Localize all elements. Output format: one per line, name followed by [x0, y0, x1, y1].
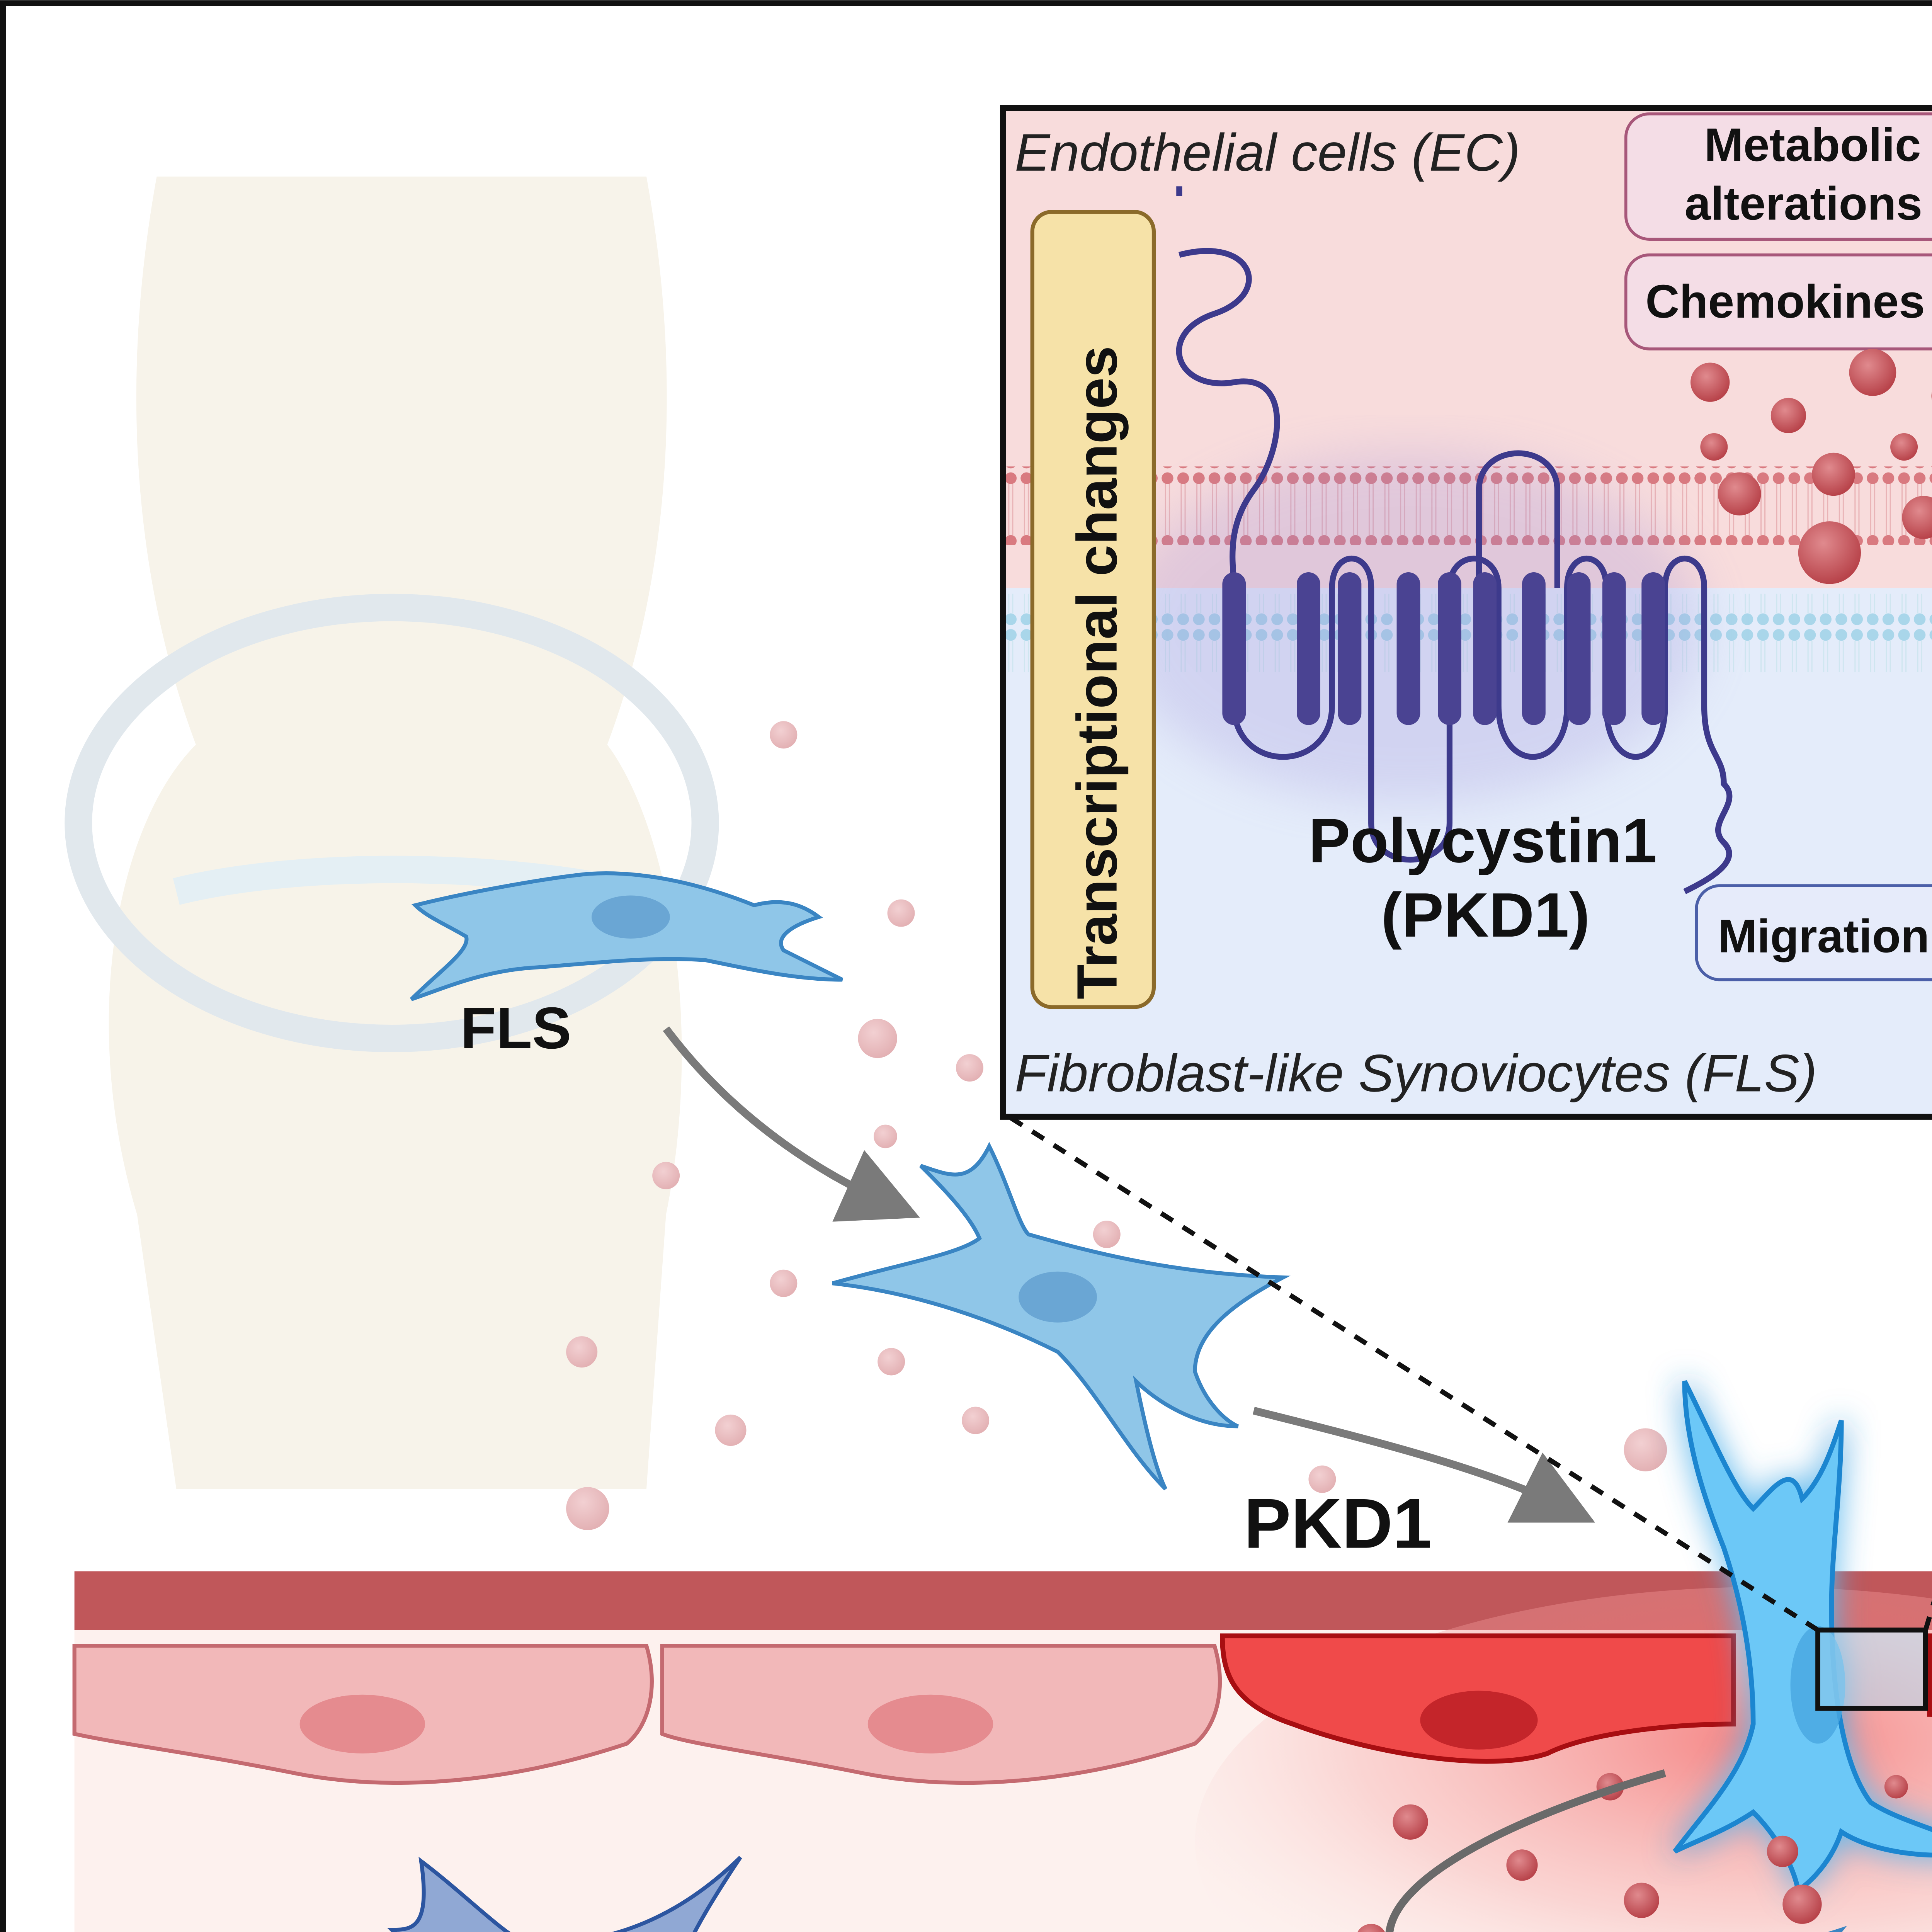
faint-particles [566, 721, 1667, 1530]
endothelial-cells-top-row [72, 1633, 1932, 1785]
fls-cell-resting [410, 871, 844, 1001]
polycystin1-label: Polycystin1 [1308, 806, 1657, 876]
pkd1-arrow-label: PKD1 [1244, 1484, 1432, 1563]
fls-label: FLS [460, 995, 571, 1061]
chemokine-particles-inset [1690, 349, 1932, 584]
prime-cell [387, 1855, 742, 1932]
zoom-guide-left [1002, 1111, 1819, 1632]
chemokine-particles-vessel [1357, 1773, 1908, 1932]
healthy-joint-illustration [65, 176, 719, 1489]
metabolic-label-line1: Metabolic [1704, 118, 1921, 171]
transmigration-arrow [1386, 1769, 1666, 1932]
chemokines-box [1624, 253, 1932, 350]
pkd1-protein-label: (PKD1) [1381, 880, 1590, 950]
fls-cell-migrating [832, 1142, 1291, 1491]
chemokines-label: Chemokines [1645, 275, 1925, 328]
inset-panel: Endothelial cells (EC) Fibroblast-like S… [1000, 105, 1932, 1120]
metabolic-label-line2: alterations [1685, 177, 1922, 230]
inset-fls-title: Fibroblast-like Synoviocytes (FLS) [1015, 1044, 1817, 1103]
transmembrane-helices [1222, 572, 1665, 725]
transcriptional-changes-label: Transcriptional changes [1066, 346, 1129, 999]
metabolic-alterations-box [1624, 112, 1932, 241]
migration-box [1695, 884, 1932, 981]
migration-arrow-2 [1253, 1406, 1595, 1523]
migration-label: Migration [1718, 910, 1929, 962]
migration-arrow-1 [663, 1026, 920, 1222]
transmigrated-fls-cell [1827, 1925, 1847, 1932]
transcriptional-changes-box [1030, 210, 1156, 1009]
inset-ec-title: Endothelial cells (EC) [1015, 123, 1520, 182]
zoom-region-box [1815, 1628, 1928, 1711]
active-ec-right [1927, 1633, 1932, 1717]
